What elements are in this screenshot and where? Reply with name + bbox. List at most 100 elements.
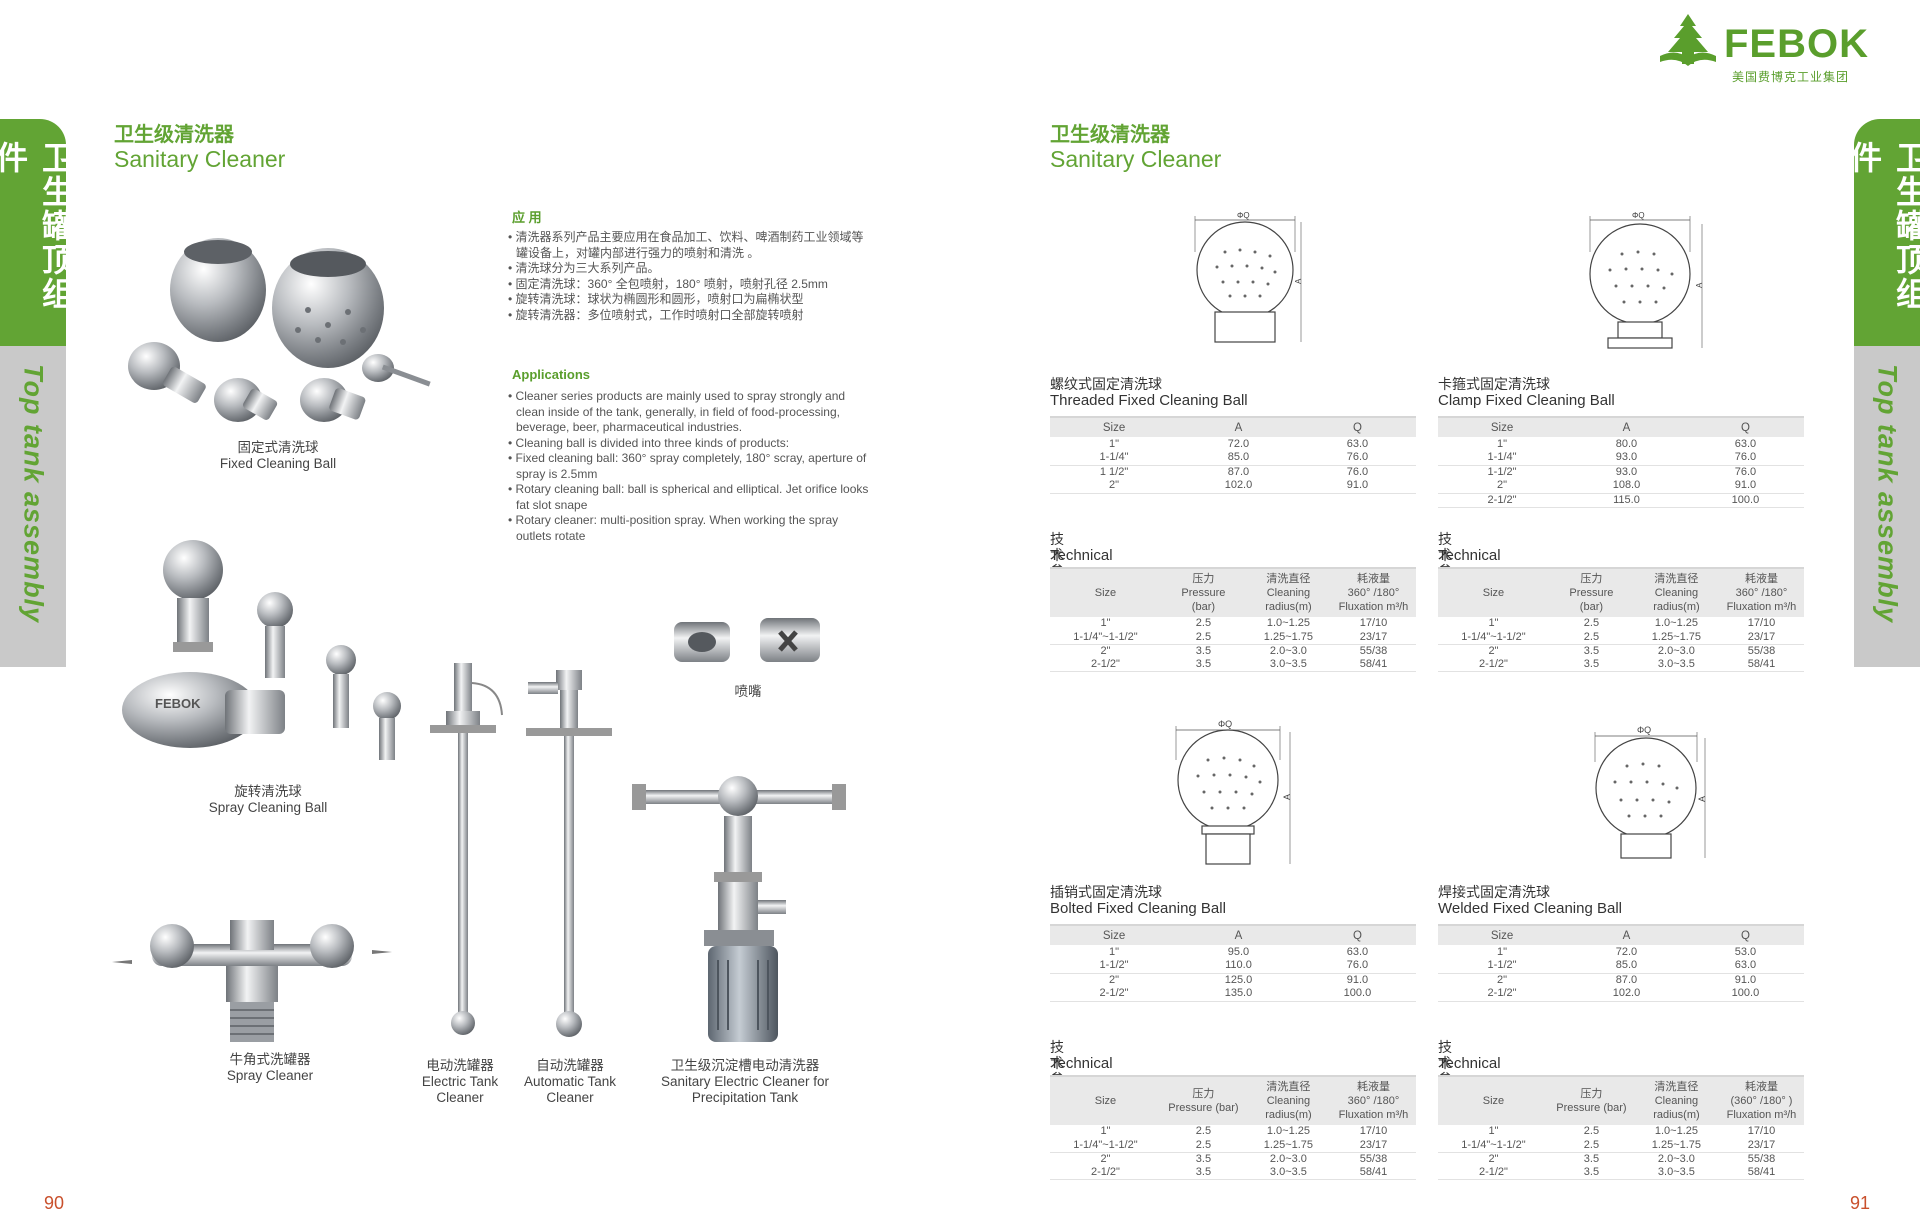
column-header: Size — [1050, 924, 1179, 945]
table-cell: 23/17 — [1718, 1138, 1804, 1153]
table-cell: 1-1/4"~1-1/2" — [1050, 1138, 1161, 1153]
table-cell: 2-1/2" — [1438, 987, 1567, 1002]
table-cell: 115.0 — [1566, 493, 1687, 508]
table-cell: 55/38 — [1747, 1152, 1776, 1165]
table-cell: 2.5 — [1195, 1125, 1212, 1138]
header-line: 耗液量 — [1356, 573, 1390, 585]
column-header: Size — [1438, 924, 1567, 945]
table-cell: 3.5 — [1195, 1152, 1212, 1165]
column-header: Size — [1438, 416, 1567, 437]
table-cell: 2.5 — [1583, 1125, 1600, 1138]
list-item: • Fixed cleaning ball: 360° spray comple… — [508, 451, 867, 481]
brand-logo: FEBOK 美国费博克工业集团 — [1656, 12, 1868, 84]
table-cell: 91.0 — [1734, 973, 1757, 986]
febok-leaf-icon — [1660, 14, 1716, 66]
table-cell: 3.5 — [1583, 1152, 1600, 1165]
list-item: • Rotary cleaning ball: ball is spherica… — [508, 482, 869, 512]
height-label: A — [1697, 796, 1707, 802]
table-cell: 100.0 — [1686, 987, 1804, 1002]
header-line: 压力 — [1580, 573, 1603, 585]
caption-electric-en2: Cleaner — [436, 1090, 484, 1105]
table-cell: 93.0 — [1566, 451, 1687, 466]
caption-spray-cleaner-cn: 牛角式洗罐器 — [229, 1052, 311, 1067]
header-line: Fluxation m³/h — [1726, 1109, 1797, 1121]
list-item: • 旋转清洗器：多位喷射式，工作时喷射口全部旋转喷射 — [508, 307, 804, 322]
side-tab-cn: 卫生罐顶组件 — [1846, 141, 1920, 311]
fixed-cleaning-ball-photo — [128, 238, 431, 422]
dia-label: ΦQ — [1218, 720, 1232, 729]
caption-electric-en1: Electric Tank — [421, 1074, 499, 1089]
table-cell: 87.0 — [1615, 973, 1638, 986]
table-cell: 1.25~1.75 — [1633, 630, 1719, 645]
table-cell: 1" — [1100, 617, 1111, 630]
header-line: Pressure (bar) — [1556, 1102, 1627, 1114]
page-title-en: Sanitary Cleaner — [1050, 146, 1222, 172]
table-cell: 63.0 — [1734, 437, 1757, 450]
column-header: Size — [1050, 1075, 1161, 1125]
page-title-en: Sanitary Cleaner — [114, 146, 286, 172]
table-cell: 17/10 — [1359, 617, 1388, 630]
table-cell: 23/17 — [1330, 1138, 1416, 1153]
header-line: Pressure (bar) — [1168, 1102, 1239, 1114]
table-cell: 1" — [1109, 945, 1120, 958]
header-line: 清洗直径 — [1266, 573, 1311, 585]
table-cell: 2-1/2" — [1438, 657, 1549, 672]
list-item: • 旋转清洗球：球状为椭圆形和圆形，喷射口为扁椭状型 — [508, 292, 804, 306]
side-tab-en: Top tank assembly — [18, 364, 49, 624]
height-label: A — [1282, 794, 1292, 800]
column-header: A — [1566, 924, 1687, 945]
header-line: radius(m) — [1653, 1109, 1700, 1121]
table-cell: 76.0 — [1686, 451, 1804, 466]
product-title-cn: 插销式固定清洗球 — [1050, 884, 1162, 900]
header-line: Fluxation m³/h — [1338, 601, 1409, 613]
column-header: Q — [1298, 924, 1416, 945]
table-cell: 3.0~3.5 — [1245, 1165, 1331, 1180]
caption-electric-cn: 电动洗罐器 — [426, 1058, 494, 1073]
nozzle-photo — [674, 618, 820, 662]
column-header: A — [1178, 416, 1299, 437]
table-cell: 1.25~1.75 — [1245, 1138, 1331, 1153]
table-cell: 3.5 — [1548, 657, 1634, 672]
header-line: 压力 — [1192, 1088, 1215, 1100]
column-header: Q — [1686, 416, 1804, 437]
table-cell: 2-1/2" — [1050, 987, 1179, 1002]
product-title-cn: 焊接式固定清洗球 — [1438, 884, 1550, 900]
table-cell: 3.0~3.5 — [1633, 657, 1719, 672]
threaded-ball-diagram: ΦQ A — [1194, 212, 1303, 343]
table-cell: 76.0 — [1298, 959, 1416, 974]
header-line: radius(m) — [1265, 601, 1312, 613]
table-cell: 1 1/2" — [1099, 465, 1129, 478]
table-cell: 2.5 — [1583, 617, 1600, 630]
dia-label: ΦQ — [1637, 726, 1651, 735]
spray-cleaning-ball-photo: FEBOK — [122, 540, 401, 760]
brand-subtitle: 美国费博克工业集团 — [1732, 70, 1850, 84]
list-item: • 清洗球分为三大系列产品。 — [508, 261, 660, 275]
side-tab-cn: 卫生罐顶组件 — [0, 141, 74, 311]
table-cell: 58/41 — [1330, 1165, 1416, 1180]
table-cell: 1-1/2" — [1438, 959, 1567, 974]
